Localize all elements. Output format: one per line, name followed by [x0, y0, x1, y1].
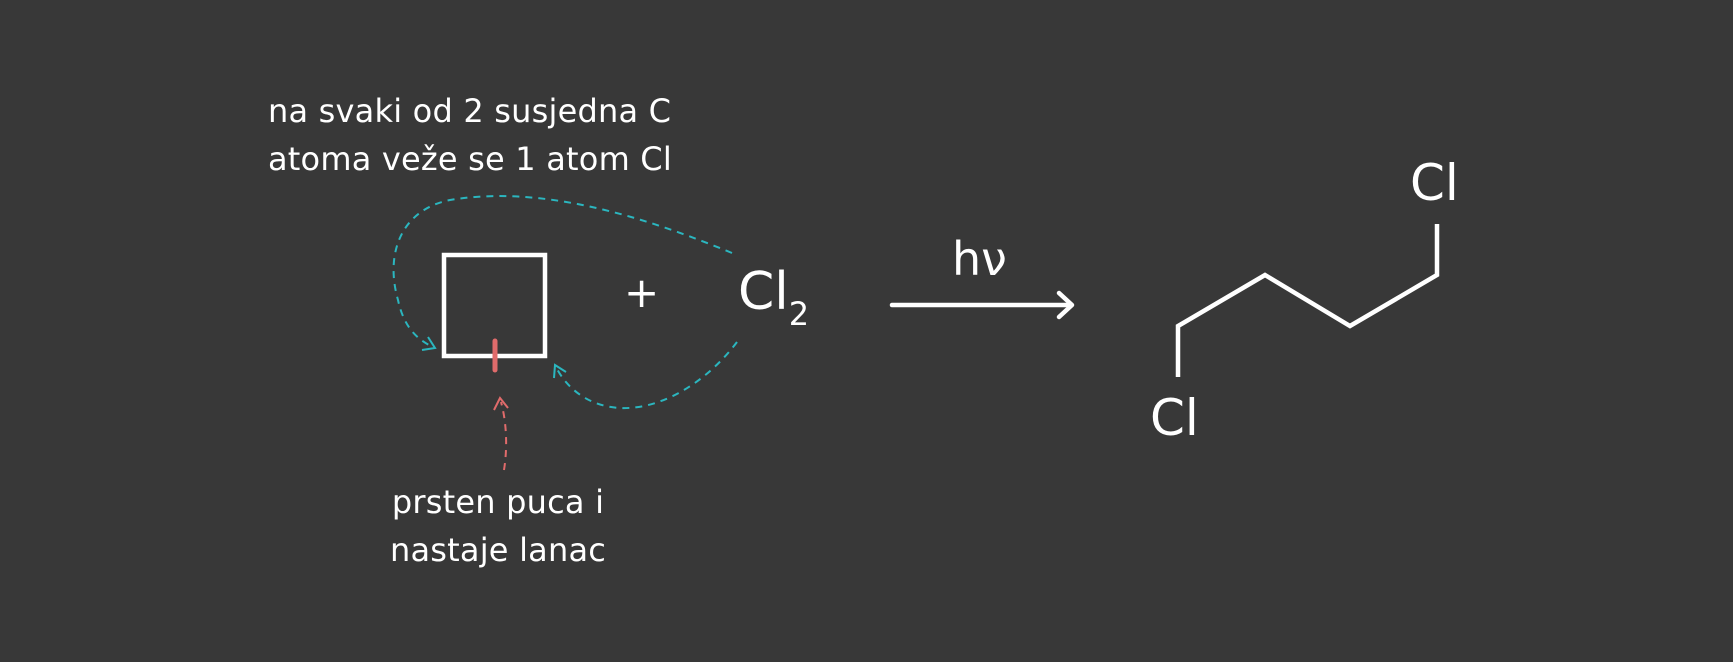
annotation-bottom: prsten puca i nastaje lanac — [390, 478, 606, 574]
dashed-arrow-top-head — [421, 336, 437, 351]
dashed-arrow-top — [392, 195, 733, 348]
product-atom-bottom: Cl — [1150, 389, 1199, 447]
annotation-top: na svaki od 2 susjedna C atoma veže se 1… — [268, 87, 672, 183]
reaction-arrow-head — [1056, 290, 1075, 320]
reagent-chlorine: Cl2 — [738, 266, 809, 330]
reaction-condition: hν — [952, 232, 1007, 286]
annotation-top-line1: na svaki od 2 susjedna C — [268, 92, 672, 130]
dashed-arrow-red-head — [493, 396, 509, 411]
dashed-arrow-bottom — [555, 341, 738, 410]
annotation-bottom-line2: nastaje lanac — [390, 531, 607, 569]
product-chain — [1175, 224, 1440, 377]
reagent-symbol: Cl — [738, 262, 789, 322]
plus-sign: + — [624, 268, 660, 317]
reagent-subscript: 2 — [788, 295, 810, 333]
annotation-bottom-line1: prsten puca i — [391, 483, 605, 521]
dashed-arrow-red — [500, 401, 508, 471]
dashed-arrow-bottom-head — [553, 363, 567, 379]
annotation-top-line2: atoma veže se 1 atom Cl — [268, 140, 672, 178]
product-atom-top: Cl — [1410, 154, 1459, 212]
